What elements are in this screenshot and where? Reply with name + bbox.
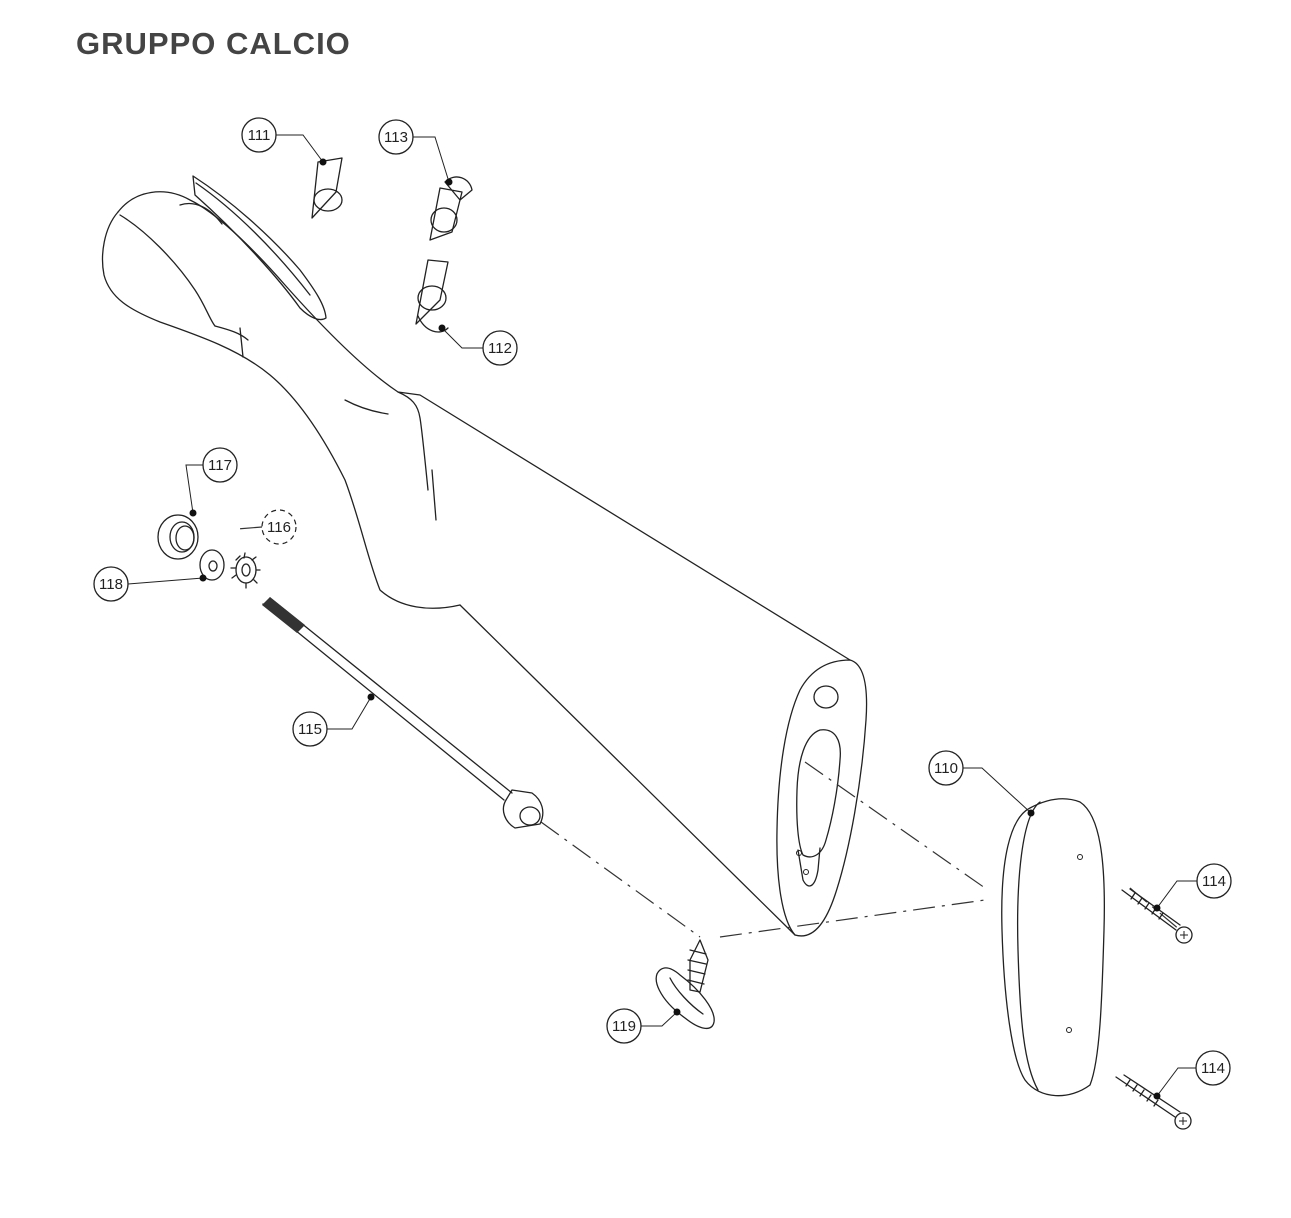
part-118 <box>199 549 225 581</box>
callout-116[interactable]: 116 <box>261 509 297 545</box>
svg-text:114: 114 <box>1201 1060 1225 1077</box>
callout-118[interactable]: 118 <box>93 566 129 602</box>
svg-text:113: 113 <box>384 129 408 146</box>
part-114-upper <box>1121 888 1193 944</box>
callout-114-upper[interactable]: 114 <box>1196 863 1232 899</box>
part-111 <box>311 157 343 219</box>
part-113 <box>429 176 473 241</box>
part-119 <box>655 939 715 1029</box>
page-title: GRUPPO CALCIO <box>76 26 351 61</box>
part-116 <box>230 552 261 589</box>
callout-119[interactable]: 119 <box>606 1008 642 1044</box>
svg-text:116: 116 <box>267 519 291 536</box>
callout-110[interactable]: 110 <box>928 750 964 786</box>
part-110 <box>1001 798 1105 1097</box>
part-114-lower <box>1115 1074 1192 1130</box>
svg-text:119: 119 <box>612 1018 636 1035</box>
assembly-lines <box>540 761 1181 938</box>
callout-115[interactable]: 115 <box>292 711 328 747</box>
part-117 <box>157 514 199 560</box>
callout-114-lower[interactable]: 114 <box>1195 1050 1231 1086</box>
svg-text:114: 114 <box>1202 873 1226 890</box>
svg-text:110: 110 <box>934 760 958 777</box>
leader-lines <box>127 134 1197 1100</box>
callout-111[interactable]: 111 <box>241 117 277 153</box>
callout-112[interactable]: 112 <box>482 330 518 366</box>
svg-text:112: 112 <box>488 340 512 357</box>
svg-text:111: 111 <box>248 127 271 144</box>
part-112 <box>415 259 449 333</box>
svg-text:117: 117 <box>208 457 232 474</box>
stock-body <box>101 175 868 937</box>
part-115 <box>262 597 544 829</box>
callout-113[interactable]: 113 <box>378 119 414 155</box>
callout-117[interactable]: 117 <box>202 447 238 483</box>
svg-text:118: 118 <box>99 576 123 593</box>
svg-text:115: 115 <box>298 721 322 738</box>
